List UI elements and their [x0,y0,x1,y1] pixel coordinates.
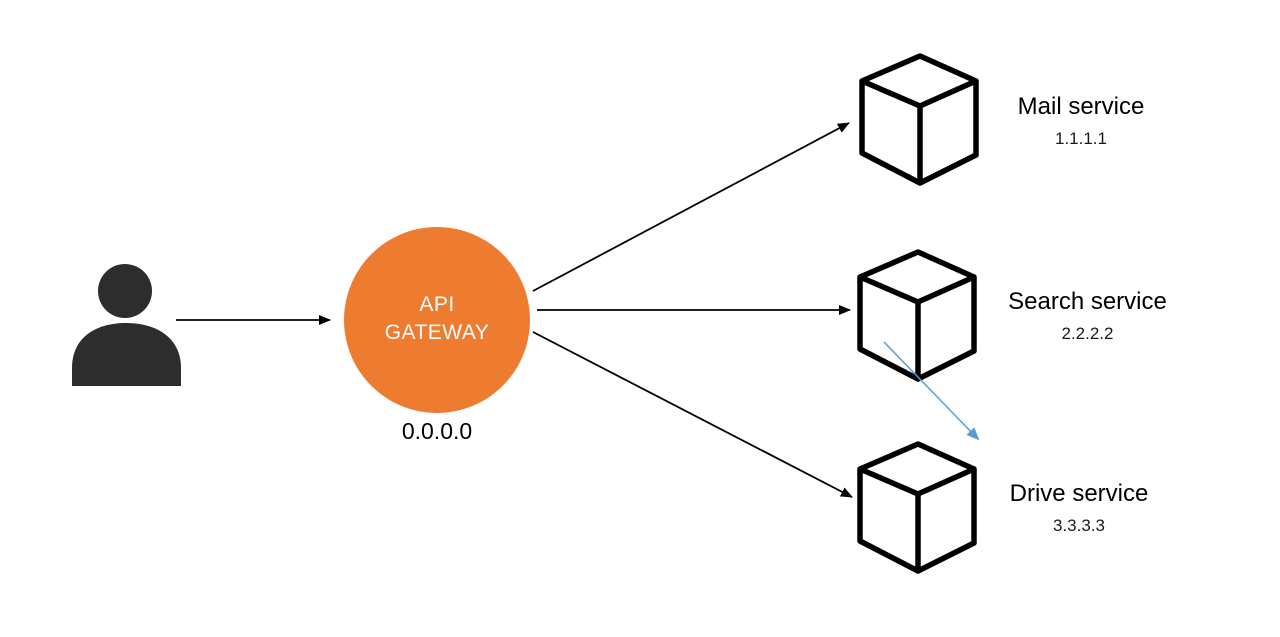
service-label-mail: Mail service 1.1.1.1 [985,93,1177,149]
api-gateway-circle [344,227,530,413]
api-gateway-label: API GATEWAY [344,226,530,412]
api-gateway-ip: 0.0.0.0 [401,418,473,444]
service-name: Mail service [1017,93,1145,120]
api-gateway-label-line1: API [419,293,455,317]
service-ip: 1.1.1.1 [1055,129,1107,148]
person-head [98,264,152,318]
cube-icon-mail [859,53,979,186]
person-body [72,323,181,386]
service-name: Search service [1008,288,1167,315]
person-icon [72,264,181,386]
service-label-search: Search service 2.2.2.2 [985,288,1190,344]
cube-icon-drive [857,441,977,574]
service-label-drive: Drive service 3.3.3.3 [983,480,1175,536]
service-ip: 3.3.3.3 [1053,516,1105,535]
service-name: Drive service [1009,480,1149,507]
cube-icon-search [857,249,977,382]
service-ip: 2.2.2.2 [1061,324,1114,343]
arrow-gateway-to-mail [532,122,850,292]
arrow-gateway-to-drive [532,331,853,498]
arrow-search-to-drive [883,341,980,441]
api-gateway-label-line2: GATEWAY [384,321,490,344]
